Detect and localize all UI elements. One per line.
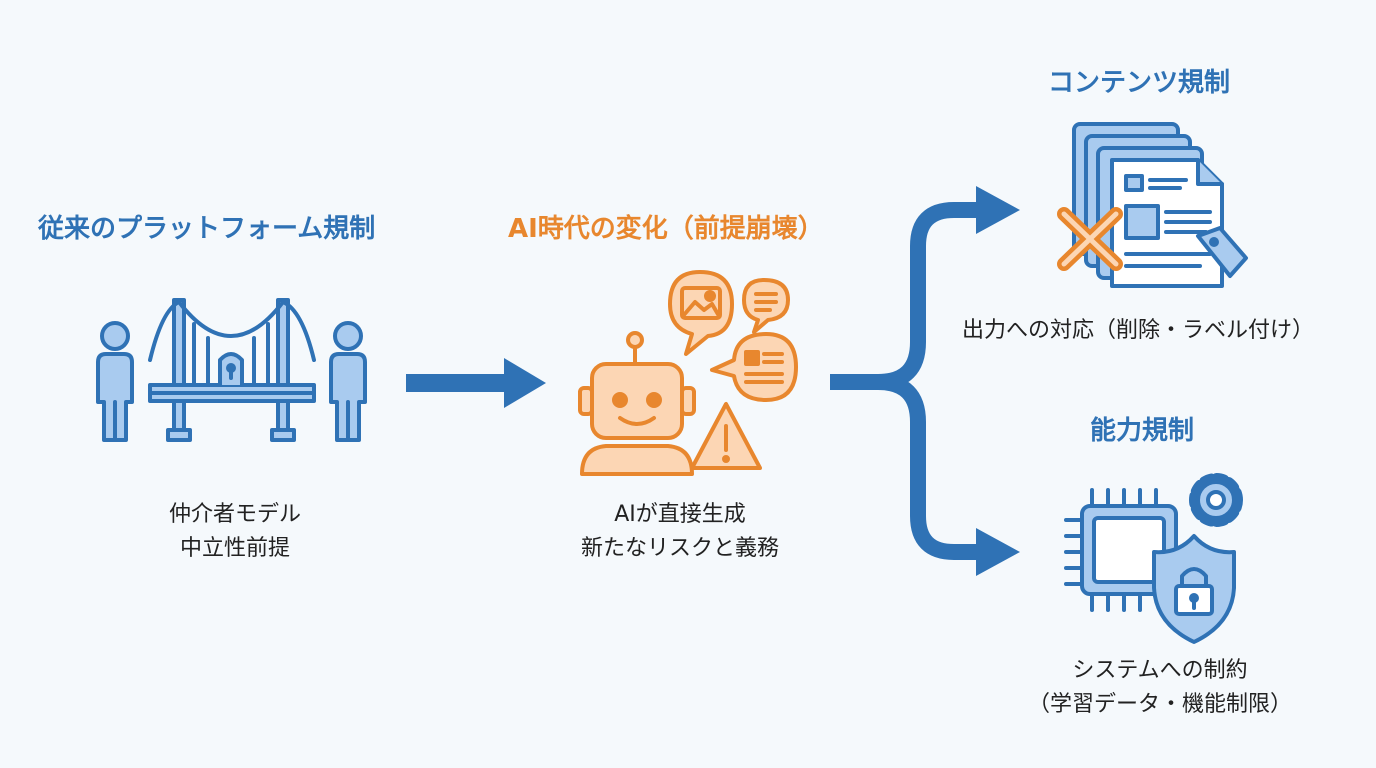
person-left-icon	[96, 321, 134, 442]
image-bubble-icon	[668, 270, 734, 356]
content-regulation-title: コンテンツ規制	[1048, 68, 1231, 98]
gear-icon	[1189, 473, 1243, 527]
ai-robot-icon	[578, 270, 798, 476]
bridge-icon	[96, 298, 367, 442]
caption-intermediary-model: 仲介者モデル	[168, 502, 301, 527]
capability-caption: システムへの制約 （学習データ・機能制限）	[1010, 654, 1310, 722]
ai-era-change-title: AI時代の変化（前提崩壊）	[508, 214, 824, 244]
capability-regulation-title: 能力規制	[1090, 416, 1195, 446]
caption-system-constraints: システムへの制約	[1072, 658, 1248, 683]
tag-icon	[1196, 226, 1248, 278]
caption-ai-direct-generation: AIが直接生成	[614, 502, 746, 527]
branch-arrow-icon	[830, 186, 1020, 576]
arrow-to-content-icon	[976, 186, 1020, 234]
person-right-icon	[329, 321, 367, 442]
arrow-to-capability-icon	[976, 528, 1020, 576]
text-bubble-icon	[742, 278, 790, 334]
ai-chip-shield-icon	[1064, 473, 1243, 644]
shield-lock-icon	[1152, 534, 1236, 644]
document-bubble-icon	[710, 332, 798, 402]
warning-icon	[690, 402, 762, 470]
caption-new-risks-duties: 新たなリスクと義務	[580, 536, 779, 561]
caption-neutrality-premise: 中立性前提	[179, 536, 290, 561]
traditional-regulation-title: 従来のプラットフォーム規制	[38, 214, 376, 244]
arrow-right-icon	[406, 358, 546, 408]
documents-delete-label-icon	[1057, 122, 1248, 288]
traditional-caption: 仲介者モデル 中立性前提	[150, 498, 320, 566]
caption-training-data-limits: （学習データ・機能制限）	[1027, 692, 1292, 717]
content-regulation-caption: 出力への対応（削除・ラベル付け）	[962, 318, 1315, 343]
ai-era-caption: AIが直接生成 新たなリスクと義務	[560, 498, 800, 566]
